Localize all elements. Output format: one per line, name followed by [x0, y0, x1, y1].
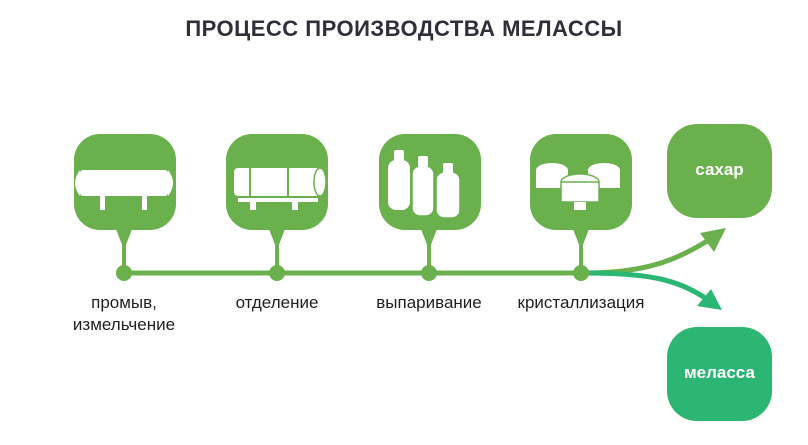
stage-4-node [573, 265, 589, 281]
separator-drum-icon [234, 167, 327, 210]
stage-3-label: выпаривание [359, 292, 499, 314]
molasses-box [667, 327, 772, 421]
molasses-branch [584, 270, 710, 303]
washer-tank-icon [75, 170, 173, 210]
stage-1-label: промыв, измельчение [54, 292, 194, 336]
sugar-box [667, 124, 772, 218]
stage-1 [74, 134, 176, 281]
stage-1-node [116, 265, 132, 281]
stage-4-label-line1: кристаллизация [517, 293, 645, 312]
stage-3 [379, 134, 481, 281]
stage-2-node [269, 265, 285, 281]
stage-4 [530, 134, 632, 281]
stage-2 [226, 134, 328, 281]
molasses-arrowhead [697, 289, 722, 310]
evaporator-tanks-icon [388, 150, 461, 219]
stage-1-label-line2: измельчение [72, 315, 176, 334]
stage-4-label: кристаллизация [501, 292, 661, 314]
sugar-arrowhead [700, 228, 726, 252]
sugar-label: сахар [695, 160, 744, 179]
crystallizer-tanks-icon [536, 163, 620, 210]
stage-3-label-line1: выпаривание [376, 293, 482, 312]
stage-1-label-line1: промыв, [91, 293, 157, 312]
stage-2-label-line1: отделение [235, 293, 319, 312]
molasses-label: меласса [684, 363, 755, 382]
stage-2-label: отделение [207, 292, 347, 314]
sugar-branch [584, 235, 714, 276]
stage-3-node [421, 265, 437, 281]
page-title: ПРОЦЕСС ПРОИЗВОДСТВА МЕЛАССЫ [185, 16, 623, 41]
